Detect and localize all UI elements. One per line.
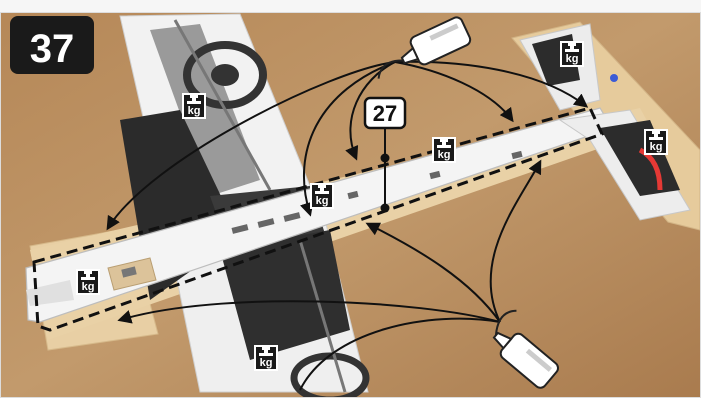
weight-label: kg: [566, 53, 579, 65]
rudder-horn: [610, 74, 618, 82]
wing-logo-center: [211, 64, 239, 86]
dimension-callout-label: 27: [373, 101, 397, 126]
step-number: 37: [30, 27, 75, 71]
weight-label: kg: [438, 149, 451, 161]
weight-label: kg: [316, 195, 329, 207]
weight-label: kg: [82, 281, 95, 293]
top-border: [0, 0, 701, 12]
dimension-dot-bottom: [381, 204, 390, 213]
weight-label: kg: [650, 141, 663, 153]
weight-label: kg: [260, 357, 273, 369]
weight-label: kg: [188, 105, 201, 117]
